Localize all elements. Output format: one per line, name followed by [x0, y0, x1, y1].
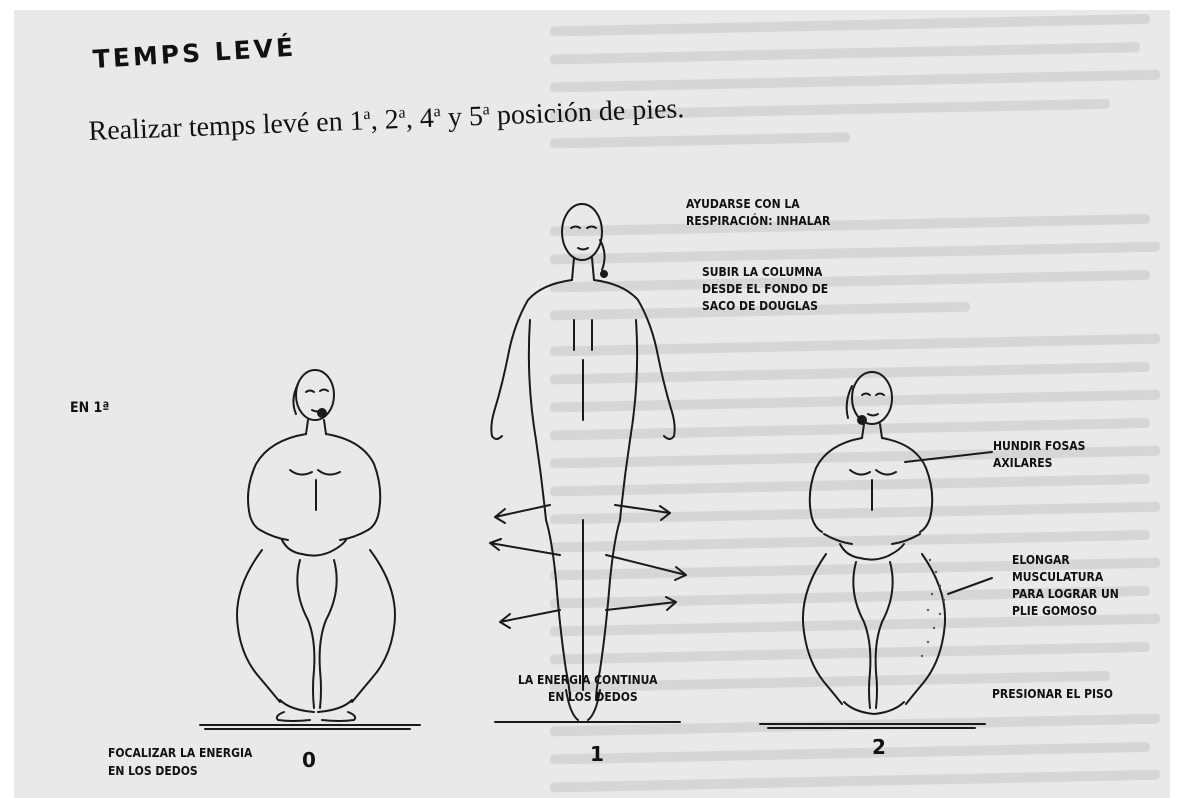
figure-number-2: 2 [872, 735, 886, 759]
label-breathing-line2: RESPIRACIÓN: INHALAR [686, 213, 830, 229]
label-axillary-line2: AXILARES [993, 455, 1052, 471]
dancer-figure-1 [490, 204, 686, 722]
label-breathing-line1: AYUDARSE CON LA [686, 196, 800, 212]
label-axillary-line1: HUNDIR FOSAS [993, 438, 1085, 454]
label-elongate-line4: PLIE GOMOSO [1012, 603, 1097, 619]
label-energy-continues-line1: LA ENERGIA CONTINUA [518, 672, 657, 688]
label-elongate-line1: ELONGAR [1012, 552, 1070, 568]
label-elongate-line2: MUSCULATURA [1012, 569, 1103, 585]
dancer-figure-0 [200, 370, 420, 729]
label-column-line1: SUBIR LA COLUMNA [702, 264, 822, 280]
label-press-floor: PRESIONAR EL PISO [992, 686, 1113, 702]
label-energy-continues-line2: EN LOS DEDOS [548, 689, 638, 705]
label-elongate-line3: PARA LOGRAR UN [1012, 586, 1119, 602]
dancer-figure-2 [760, 372, 992, 728]
label-focus-energy-line1: FOCALIZAR LA ENERGIA [108, 745, 252, 761]
label-focus-energy-line2: EN LOS DEDOS [108, 763, 198, 779]
figure-number-1: 1 [590, 742, 604, 766]
position-label-first: EN 1ª [70, 400, 109, 416]
label-column-line3: SACO DE DOUGLAS [702, 298, 818, 314]
figure-number-0: 0 [302, 748, 316, 772]
label-column-line2: DESDE EL FONDO DE [702, 281, 828, 297]
